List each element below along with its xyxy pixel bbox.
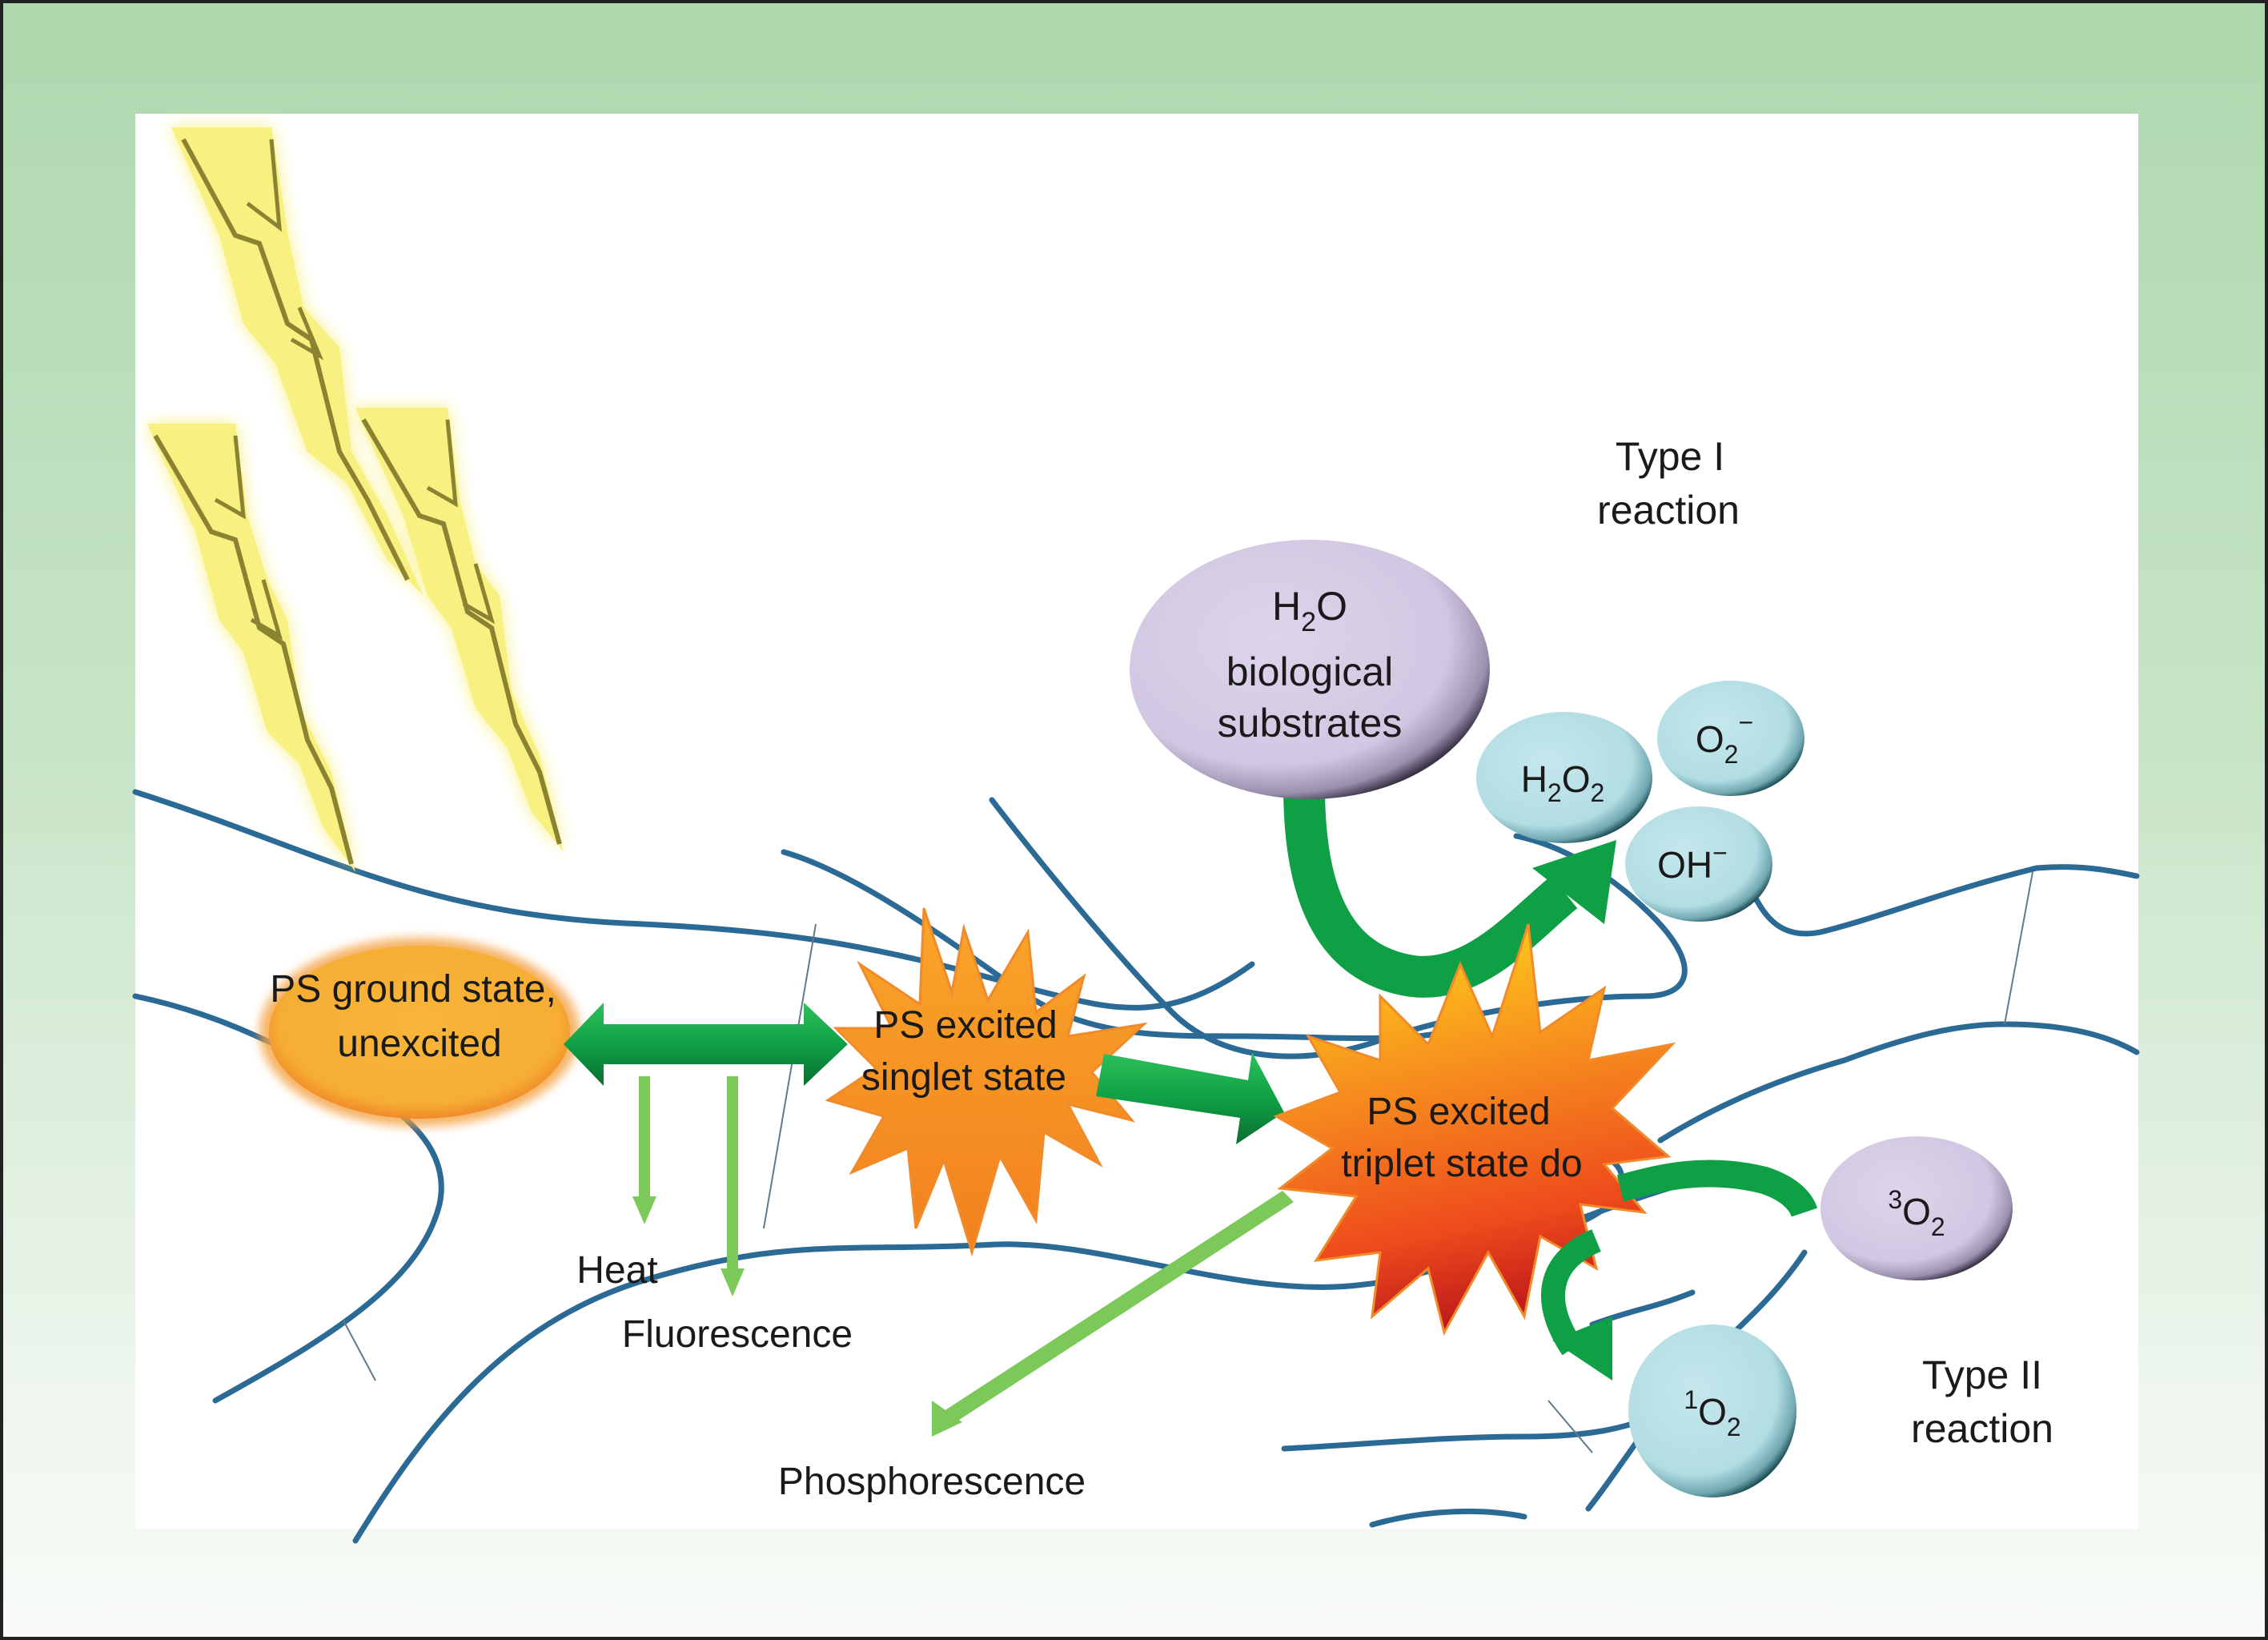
type2-arrows <box>1541 1160 1818 1381</box>
singlet-state-node: PS excited singlet state <box>825 907 1148 1257</box>
triplet-state-label-line2: triplet state do <box>1341 1143 1583 1185</box>
intersystem-crossing-arrow <box>1096 1052 1284 1144</box>
ground-state-label-line1: PS ground state, <box>270 968 556 1011</box>
type1-title-line2: reaction <box>1597 488 1740 533</box>
lightning-bolt-icon <box>171 127 423 596</box>
fluorescence-arrow <box>721 1076 745 1296</box>
crosslink-line <box>763 923 817 1229</box>
type1-title: Type I reaction <box>1597 434 1740 533</box>
triplet-oxygen-node: 3O2 <box>1820 1136 2013 1280</box>
singlet-state-label-line2: singlet state <box>861 1056 1066 1099</box>
superoxide-node: O2− <box>1657 681 1804 796</box>
type2-title: Type II reaction <box>1911 1353 2053 1451</box>
singlet-oxygen-label: 1O2 <box>1684 1385 1740 1441</box>
excitation-double-arrow <box>564 1003 848 1086</box>
membrane-lines <box>132 789 2140 1544</box>
crosslink-line <box>2004 871 2033 1025</box>
membrane-line <box>1281 1409 1664 1452</box>
heat-arrow <box>632 1076 656 1224</box>
light-source <box>147 127 564 872</box>
lightning-bolt-icon <box>147 424 355 872</box>
singlet-oxygen-node: 1O2 <box>1628 1324 1796 1497</box>
ground-state-node: PS ground state, unexcited <box>259 938 580 1127</box>
membrane-line <box>132 789 1255 1011</box>
substrate-node: H2O biological substrates <box>1130 540 1490 799</box>
hydrogen-peroxide-label: H2O2 <box>1521 758 1605 807</box>
membrane-line <box>132 993 444 1404</box>
substrate-label-line2: biological <box>1226 649 1393 694</box>
type1-curved-arrow <box>1283 786 1616 998</box>
singlet-state-label-line1: PS excited <box>873 1004 1057 1047</box>
substrate-formula: H2O <box>1272 584 1347 637</box>
membrane-crosslinks <box>343 871 2033 1453</box>
decay-arrows <box>632 1076 1294 1437</box>
hydroxide-node: OH− <box>1625 806 1772 922</box>
phosphorescence-arrow <box>932 1191 1294 1437</box>
lightning-bolt-icon <box>355 408 564 852</box>
membrane-line <box>1749 864 2140 937</box>
type1-title-line1: Type I <box>1616 434 1724 479</box>
hydrogen-peroxide-node: H2O2 <box>1476 712 1652 843</box>
triplet-state-label-line1: PS excited <box>1367 1091 1550 1133</box>
substrate-label-line3: substrates <box>1218 701 1403 746</box>
pdt-diagram: PS ground state, unexcited PS <box>132 127 2140 1544</box>
fluorescence-label: Fluorescence <box>622 1313 853 1356</box>
membrane-line <box>1657 1021 2140 1144</box>
triplet-oxygen-label: 3O2 <box>1888 1185 1945 1241</box>
ground-state-label-line2: unexcited <box>337 1023 501 1065</box>
superoxide-label: O2− <box>1696 708 1753 769</box>
heat-label: Heat <box>576 1249 657 1292</box>
type2-title-line2: reaction <box>1911 1406 2053 1451</box>
crosslink-line <box>343 1320 376 1381</box>
type2-title-line1: Type II <box>1922 1353 2042 1397</box>
membrane-line <box>1369 1508 1527 1528</box>
triplet-state-node: PS excited triplet state do <box>1273 923 1676 1337</box>
crosslink-line <box>1547 1400 1593 1453</box>
hydroxide-label: OH− <box>1657 838 1728 886</box>
phosphorescence-label: Phosphorescence <box>778 1461 1086 1503</box>
